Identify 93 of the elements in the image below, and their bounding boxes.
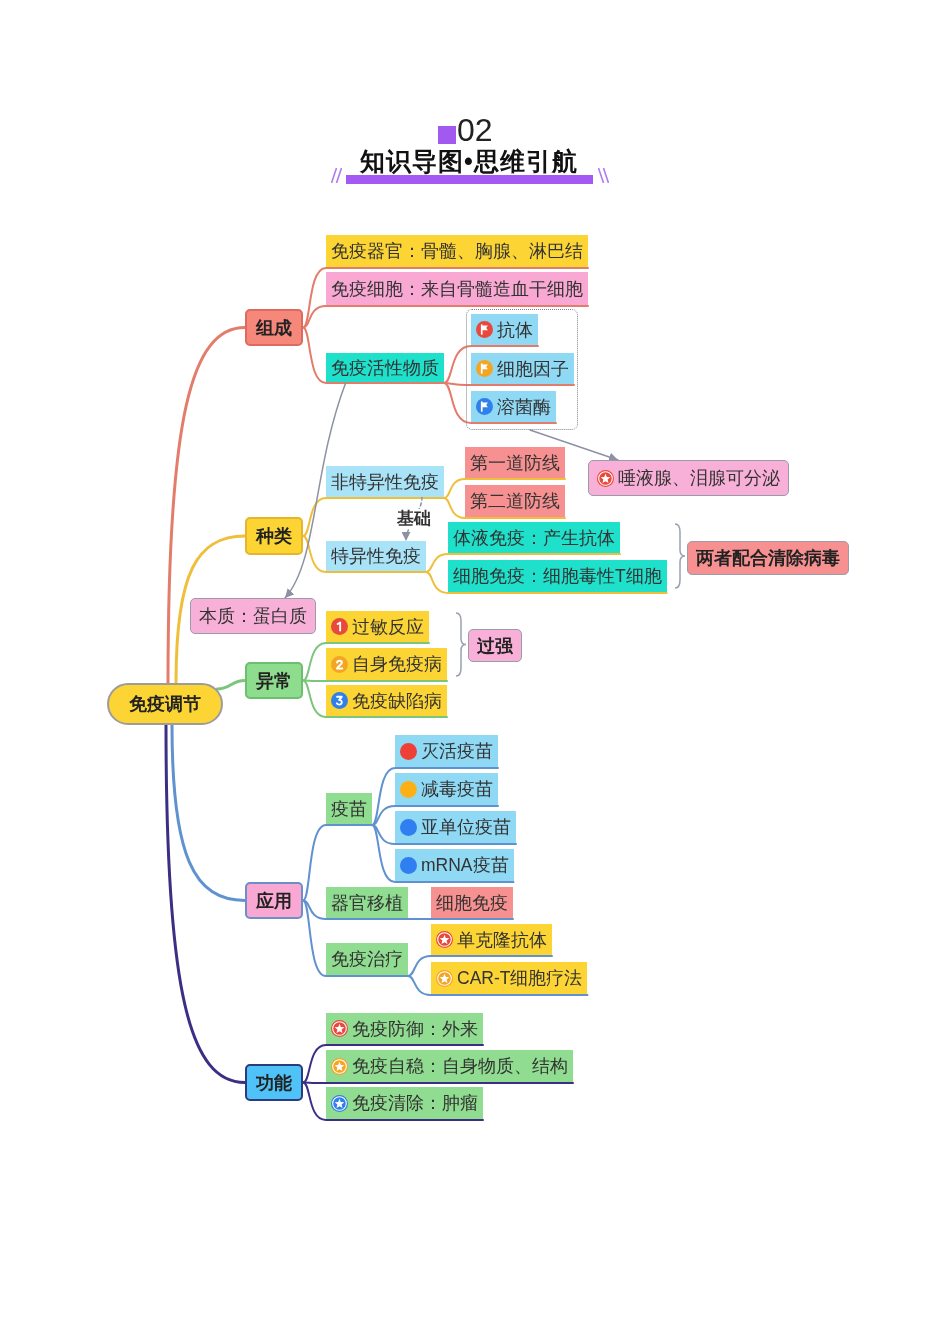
subtopic <box>395 773 498 805</box>
edge-label: 基础 <box>395 509 433 529</box>
branch-line <box>425 553 621 573</box>
branch-line <box>215 679 247 691</box>
topic-text: 抗体 <box>497 318 533 342</box>
branch-line <box>174 534 247 685</box>
branch-line <box>302 1081 574 1084</box>
subtopic: 细胞免疫 <box>431 887 513 918</box>
subtopic <box>395 849 514 881</box>
subtopic: 细胞免疫：细胞毒性T细胞 <box>448 560 667 592</box>
branch-line <box>166 326 247 685</box>
topic-text: CAR-T细胞疗法 <box>457 967 583 990</box>
branch-line <box>302 326 445 384</box>
branch-line <box>443 478 566 499</box>
topic-text: 减毒疫苗 <box>421 778 493 801</box>
subtopic: 免疫细胞：来自骨髓造血干细胞 <box>326 272 588 305</box>
relationship-arrow <box>529 429 619 462</box>
subtopic <box>471 391 556 422</box>
topic-text: 免疫防御：外来 <box>352 1017 478 1041</box>
relationship-arrow <box>284 381 347 599</box>
branch-line <box>302 679 448 718</box>
subtopic <box>395 735 498 767</box>
main-topic: 组成 <box>245 309 303 346</box>
subtopic: 免疫治疗 <box>326 943 408 975</box>
branch-line <box>302 305 589 329</box>
branch-line <box>425 571 668 594</box>
floating-topic: 过强 <box>468 629 522 662</box>
main-topic: 种类 <box>245 517 303 555</box>
floating-topic: 两者配合清除病毒 <box>687 541 849 575</box>
branch-line <box>443 382 557 424</box>
subtopic <box>326 1050 573 1082</box>
branch-line <box>371 824 515 883</box>
topic-text: 亚单位疫苗 <box>421 816 511 839</box>
branch-line <box>302 267 589 329</box>
branch-line <box>407 918 514 920</box>
topic-text: 溶菌酶 <box>497 395 551 419</box>
subtopic: 免疫器官：骨髓、胸腺、淋巴结 <box>326 235 588 267</box>
branch-line <box>302 497 445 537</box>
topic-text: 自身免疫病 <box>352 653 442 676</box>
section-number: 02 <box>457 113 493 147</box>
title: 知识导图•思维引航 <box>360 146 578 176</box>
branch-line <box>443 497 566 519</box>
floating-topic: 本质：蛋白质 <box>190 598 316 634</box>
subtopic: 体液免疫：产生抗体 <box>448 522 620 553</box>
subtopic: 第二道防线 <box>465 485 565 517</box>
topic-text: 细胞因子 <box>497 357 569 381</box>
topic-text: 免疫清除：肿瘤 <box>352 1092 478 1115</box>
branch-line <box>302 1044 484 1084</box>
branch-line <box>302 642 430 682</box>
branch-line <box>371 805 499 826</box>
main-topic: 功能 <box>245 1064 303 1101</box>
subtopic: 器官移植 <box>326 887 408 918</box>
branch-line <box>371 824 517 845</box>
branch-line <box>170 723 247 902</box>
subtopic <box>395 811 516 843</box>
branch-line <box>443 345 539 384</box>
subtopic <box>471 314 538 345</box>
subtopic <box>471 353 574 384</box>
branch-line <box>164 723 247 1084</box>
subtopic: 疫苗 <box>326 793 372 824</box>
branch-line <box>302 899 409 920</box>
subtopic: 免疫活性物质 <box>326 353 444 382</box>
main-topic: 应用 <box>245 882 303 919</box>
subtopic <box>326 648 447 680</box>
topic-text: 单克隆抗体 <box>457 928 547 952</box>
subtopic <box>326 611 429 642</box>
branch-line <box>407 975 589 996</box>
relationship-arrow <box>402 496 423 542</box>
subtopic <box>431 962 588 994</box>
branch-line <box>302 535 427 573</box>
floating-topic <box>588 460 789 496</box>
subtopic <box>326 1013 483 1044</box>
branch-line <box>443 382 575 386</box>
branch-line <box>302 824 373 902</box>
topic-text: 免疫缺陷病 <box>352 689 442 713</box>
topic-text: mRNA疫苗 <box>421 854 509 877</box>
subtopic <box>431 924 552 955</box>
subtopic <box>326 685 447 716</box>
topic-text: 唾液腺、泪腺可分泌 <box>618 467 780 490</box>
subtopic: 第一道防线 <box>465 447 565 478</box>
topic-text: 灭活疫苗 <box>421 740 493 763</box>
branch-line <box>407 955 553 977</box>
branch-line <box>371 767 499 826</box>
main-topic: 异常 <box>245 662 303 699</box>
topic-text: 过敏反应 <box>352 615 424 639</box>
central-topic: 免疫调节 <box>107 683 223 725</box>
subtopic: 非特异性免疫 <box>326 466 444 497</box>
branch-line <box>302 1081 484 1121</box>
branch-line <box>302 899 409 977</box>
subtopic <box>326 1087 483 1119</box>
branch-line <box>302 679 448 682</box>
topic-text: 免疫自稳：自身物质、结构 <box>352 1055 568 1078</box>
subtopic: 特异性免疫 <box>326 541 426 571</box>
